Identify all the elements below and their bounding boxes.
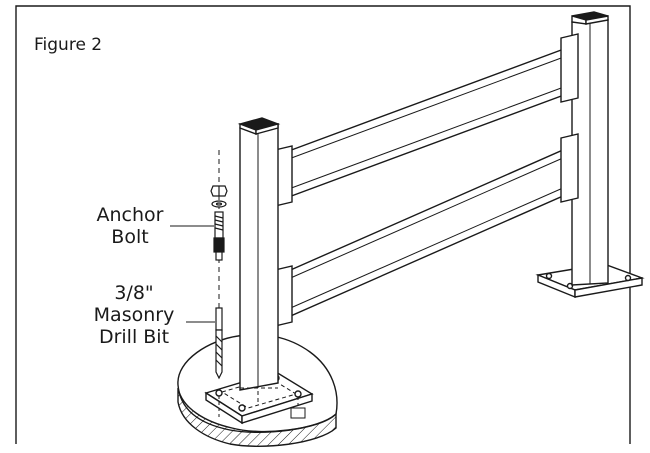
left-base-plate [204, 371, 314, 425]
lower-rail [274, 133, 579, 327]
masonry-drill-bit [215, 307, 223, 380]
anchor-bolt-label: Anchor Bolt [88, 204, 172, 248]
left-post [237, 117, 281, 404]
drill-bit-label-line-1: 3/8" [114, 282, 154, 304]
drill-bit-label: 3/8" Masonry Drill Bit [82, 282, 186, 348]
upper-rail [274, 33, 579, 207]
figure-title: Figure 2 [34, 35, 103, 55]
hex-nut [210, 185, 228, 197]
anchor-bolt [213, 211, 225, 261]
drill-bit-label-line-3: Drill Bit [98, 326, 170, 348]
figure-border [15, 5, 631, 444]
anchor-bolt-label-line-1: Anchor [96, 204, 164, 226]
drill-bit-label-line-2: Masonry [93, 304, 175, 326]
washer [211, 200, 227, 208]
anchor-bolt-label-line-2: Bolt [111, 226, 149, 248]
